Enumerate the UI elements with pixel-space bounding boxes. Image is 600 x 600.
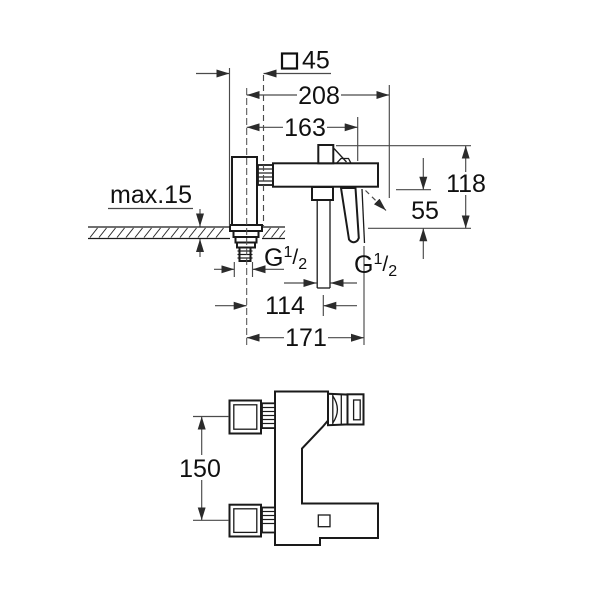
- dim-max15-label: max.15: [110, 181, 192, 209]
- dim-114: 114: [215, 292, 357, 320]
- mixer-side-outline: [229, 144, 387, 289]
- mounting-deck: [88, 226, 286, 240]
- inlet-nipple: [257, 164, 275, 186]
- diverter-knob: [317, 144, 335, 165]
- dim-171: 171: [246, 324, 364, 352]
- lever-handle: [339, 187, 360, 244]
- dim-150-label: 150: [179, 455, 221, 483]
- dim-55-label: 55: [411, 197, 439, 225]
- dim-g12-inlet-label: G1/2: [264, 244, 307, 273]
- shower-outlet-pipe: [316, 200, 331, 289]
- cartridge-wedge: [336, 157, 352, 164]
- outlet-collar: [311, 186, 334, 201]
- dim-max15: max.15: [108, 181, 204, 257]
- dim-55: 55: [411, 158, 439, 259]
- side-view: 45 208 163 max.15: [88, 47, 488, 352]
- lever-back-edge: [361, 188, 366, 244]
- dim-208-label: 208: [298, 82, 340, 110]
- handle-end-slot: [352, 399, 361, 421]
- mixer-front-outline: [228, 390, 379, 546]
- dim-163: 163: [246, 114, 358, 142]
- dim-escutcheon-45: 45: [196, 47, 331, 78]
- side-view-dimensions: 45 208 163 max.15: [108, 47, 488, 352]
- knob-detail-line: [333, 148, 347, 163]
- dim-g12-outlet-label: G1/2: [354, 251, 397, 280]
- dim-150: 150: [178, 415, 229, 521]
- deck-hatching: [89, 227, 286, 238]
- dim-163-label: 163: [284, 114, 326, 142]
- dim-g12-outlet: G1/2: [284, 251, 397, 287]
- dim-118: 118: [444, 145, 488, 229]
- mounting-column: [231, 156, 258, 226]
- lever-handle-front: [327, 392, 365, 427]
- dim-171-label: 171: [285, 324, 327, 352]
- spout-aerator-square: [317, 514, 331, 528]
- handle-swing-arrow: [365, 190, 387, 211]
- dim-g12-inlet: G1/2: [214, 244, 307, 274]
- dim-114-label: 114: [265, 292, 305, 320]
- mixer-body: [272, 162, 379, 188]
- threaded-tail: [237, 246, 253, 262]
- dim-118-label: 118: [446, 170, 486, 198]
- escutcheon-bottom: [228, 503, 262, 538]
- escutcheon-top: [228, 399, 262, 435]
- front-view: 150: [178, 390, 379, 546]
- dim-208: 208: [246, 82, 390, 110]
- inlet-nipple-top: [261, 402, 276, 429]
- square-symbol: [280, 52, 299, 70]
- inlet-nipple-bottom: [261, 506, 276, 534]
- handle-end-cap: [346, 393, 365, 426]
- dim-escutcheon-45-label: 45: [302, 47, 330, 75]
